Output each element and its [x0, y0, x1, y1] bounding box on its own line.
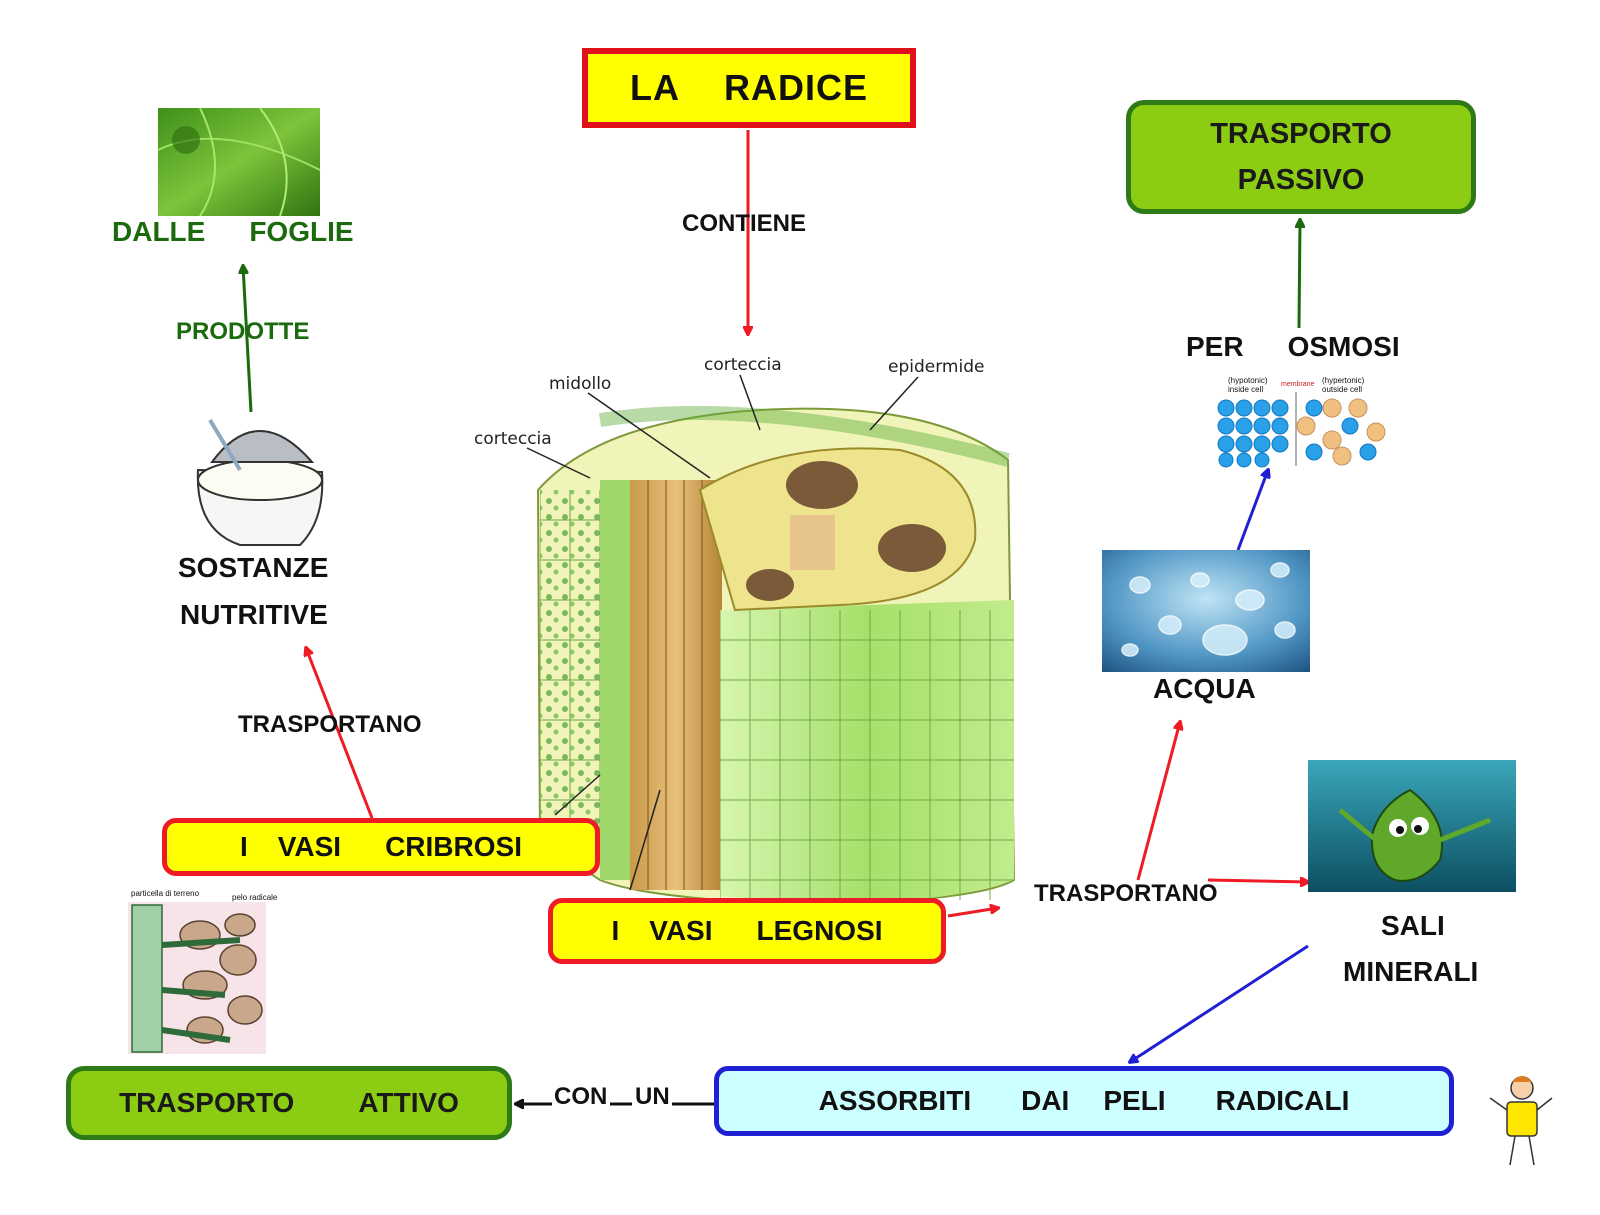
dalle-word: DALLE	[112, 216, 206, 247]
osmosi-word: OSMOSI	[1287, 331, 1400, 362]
passivo-line-1: TRASPORTO	[1210, 118, 1392, 150]
link-un: UN	[635, 1083, 670, 1110]
node-trasporto-passivo: TRASPORTO PASSIVO	[1126, 100, 1476, 214]
assorbiti-word: ASSORBITI	[818, 1085, 972, 1116]
label-osmosis-membrane: membrane	[1281, 381, 1315, 388]
legnosi-word: LEGNOSI	[756, 915, 883, 946]
arrow-prodotte	[243, 266, 253, 413]
osmosis-image	[1217, 392, 1386, 468]
root-cross-section-image	[526, 374, 1016, 907]
legnosi-i: I	[611, 915, 620, 946]
title-word-1: LA	[629, 67, 680, 108]
title-box: LA RADICE	[582, 48, 916, 128]
link-con: CON	[554, 1083, 608, 1110]
label-corteccia-top: corteccia	[704, 355, 782, 375]
foglie-word: FOGLIE	[249, 216, 354, 247]
label-particella: particella di terreno	[131, 889, 200, 898]
label-osmosis-inside: (hypotonic) inside cell	[1228, 376, 1268, 394]
leaves-image	[157, 107, 321, 217]
node-vasi-legnosi: I VASI LEGNOSI	[548, 898, 946, 964]
arrow-to-acqua	[1136, 722, 1180, 881]
label-corteccia-left: corteccia	[474, 429, 552, 449]
link-contiene: CONTIENE	[682, 210, 807, 237]
cribrosi-vasi: VASI	[277, 831, 342, 862]
passivo-line-2: PASSIVO	[1237, 164, 1365, 196]
node-minerali: MINERALI	[1343, 956, 1479, 987]
water-drops-image	[1102, 550, 1310, 672]
link-trasportano-right: TRASPORTANO	[1034, 880, 1218, 907]
link-trasportano-left: TRASPORTANO	[238, 711, 422, 738]
node-acqua: ACQUA	[1153, 673, 1256, 704]
root-hairs-image	[128, 902, 266, 1054]
node-sostanze: SOSTANZE	[178, 552, 329, 583]
radicali-word: RADICALI	[1215, 1085, 1350, 1116]
legnosi-vasi: VASI	[649, 915, 713, 946]
dai-word: DAI	[1021, 1085, 1070, 1116]
node-assorbiti: ASSORBITI DAI PELI RADICALI	[714, 1066, 1454, 1136]
label-osmosis-outside: (hypertonic) outside cell	[1322, 376, 1365, 394]
label-epidermide: epidermide	[888, 357, 985, 377]
arrow-sali-assorbiti	[1130, 944, 1309, 1062]
node-trasporto-attivo: TRASPORTO ATTIVO	[66, 1066, 512, 1140]
attivo-word-2: ATTIVO	[358, 1087, 459, 1118]
cribrosi-word: CRIBROSI	[385, 831, 522, 862]
label-pelo: pelo radicale	[232, 893, 278, 902]
arrow-legnosi-out	[947, 908, 998, 918]
arrow-trasportano-left	[306, 648, 374, 819]
node-vasi-cribrosi: I VASI CRIBROSI	[162, 818, 600, 876]
link-prodotte: PRODOTTE	[176, 318, 310, 345]
sugar-bowl-image	[196, 418, 324, 546]
mineral-salts-image	[1308, 760, 1516, 892]
attivo-word-1: TRASPORTO	[119, 1087, 295, 1118]
cribrosi-i: I	[240, 831, 248, 862]
per-word: PER	[1186, 331, 1244, 362]
peli-word: PELI	[1103, 1085, 1166, 1116]
node-nutritive: NUTRITIVE	[180, 599, 328, 630]
mascot-image	[1489, 1076, 1553, 1166]
label-midollo: midollo	[549, 374, 612, 394]
node-per-osmosi: PER OSMOSI	[1186, 331, 1400, 363]
node-sali: SALI	[1381, 910, 1445, 941]
arrow-to-sali	[1207, 880, 1308, 882]
arrow-acqua-osmosi	[1236, 470, 1268, 551]
node-dalle-foglie: DALLE FOGLIE	[112, 216, 354, 248]
title-word-2: RADICE	[723, 67, 868, 108]
arrow-osmosi-passivo	[1299, 220, 1300, 329]
